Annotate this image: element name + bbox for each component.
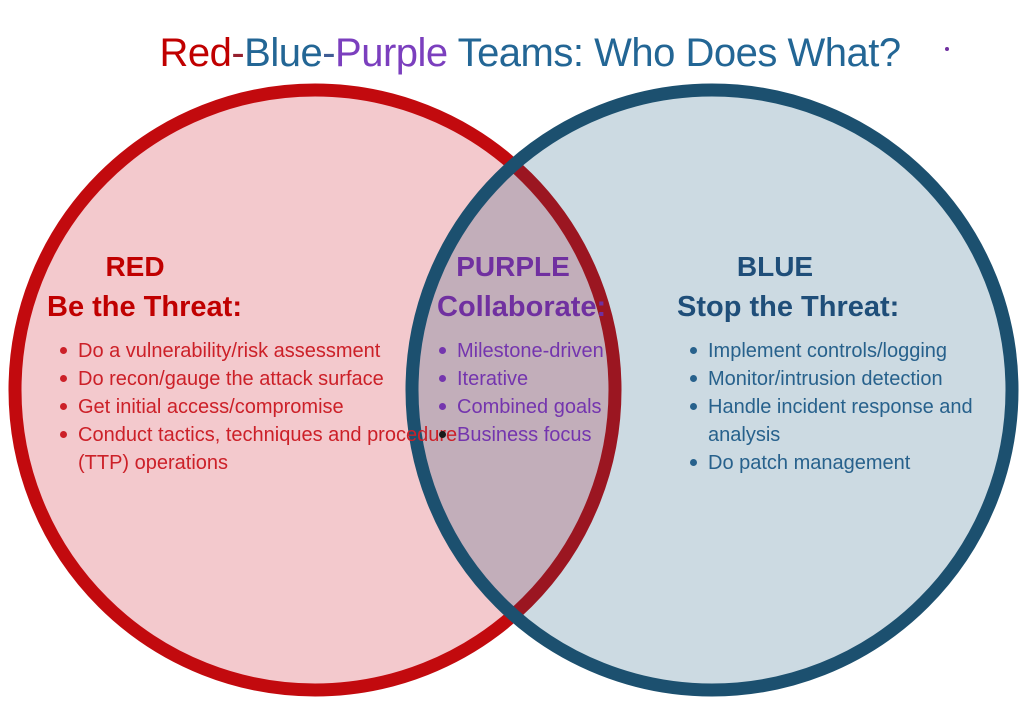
blue-circle bbox=[405, 83, 1019, 697]
blue-bullet-list: Implement controls/logging Monitor/intru… bbox=[688, 337, 1013, 477]
blue-section-label: BLUE bbox=[736, 251, 814, 282]
red-bullet-item: Do recon/gauge the attack surface bbox=[58, 365, 478, 393]
purple-bullet-item: Milestone-driven bbox=[437, 337, 662, 365]
red-bullet-list: Do a vulnerability/risk assessment Do re… bbox=[58, 337, 478, 477]
red-bullet-item: Conduct tactics, techniques and procedur… bbox=[58, 421, 478, 477]
title-segment-hyphen1: - bbox=[231, 30, 245, 75]
page-title: Red-Blue-Purple Teams: Who Does What? bbox=[36, 28, 1024, 80]
blue-bullet-item: Handle incident response and analysis bbox=[688, 393, 1013, 449]
title-segment-red: Red bbox=[159, 30, 232, 75]
red-section-label: RED bbox=[105, 251, 165, 282]
purple-bullet-item: Iterative bbox=[437, 365, 662, 393]
title-segment-purple: Purple bbox=[335, 30, 448, 75]
red-section-subtitle: Be the Threat: bbox=[47, 291, 242, 323]
tiny-period-dot bbox=[945, 47, 949, 51]
red-circle bbox=[8, 83, 622, 697]
purple-bullet-item: Combined goals bbox=[437, 393, 662, 421]
title-segment-rest: Teams: Who Does What? bbox=[447, 30, 901, 75]
purple-section-label: PURPLE bbox=[456, 251, 570, 282]
red-bullet-item: Get initial access/compromise bbox=[58, 393, 478, 421]
title-segment-blue: Blue bbox=[244, 30, 323, 75]
blue-section-subtitle: Stop the Threat: bbox=[677, 291, 900, 323]
title-segment-hyphen2: - bbox=[322, 30, 336, 75]
purple-bullet-list: Milestone-driven Iterative Combined goal… bbox=[437, 337, 662, 449]
blue-bullet-item: Do patch management bbox=[688, 449, 1013, 477]
blue-bullet-item: Monitor/intrusion detection bbox=[688, 365, 1013, 393]
purple-section-subtitle: Collaborate: bbox=[437, 291, 607, 323]
red-bullet-item: Do a vulnerability/risk assessment bbox=[58, 337, 478, 365]
purple-bullet-item: Business focus bbox=[437, 421, 662, 449]
blue-bullet-item: Implement controls/logging bbox=[688, 337, 1013, 365]
